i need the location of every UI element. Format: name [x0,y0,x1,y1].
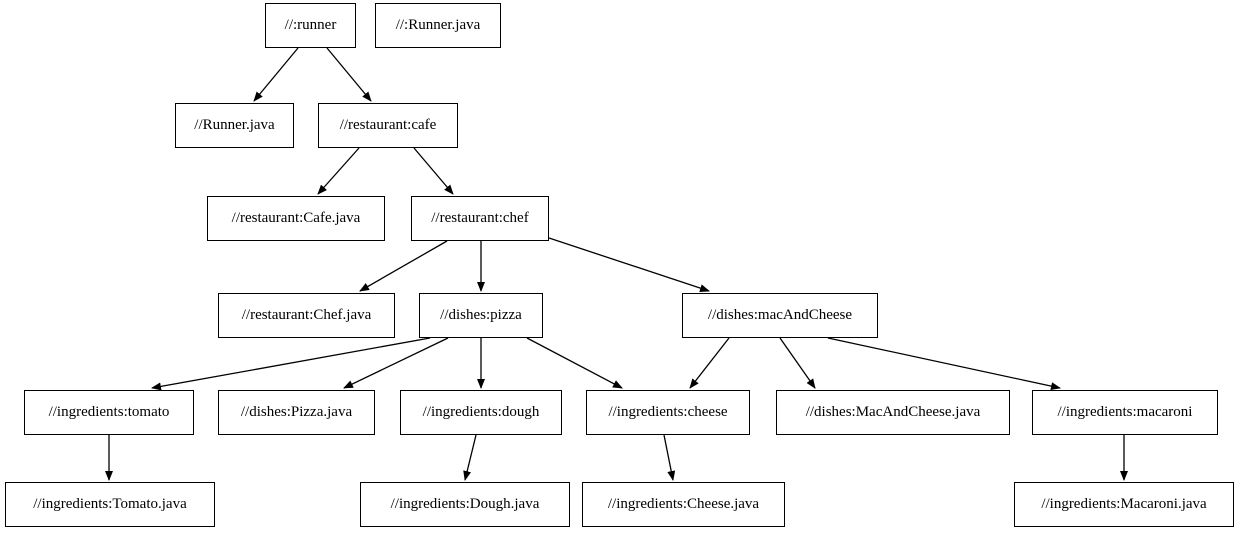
graph-node-label: //dishes:MacAndCheese.java [805,404,981,420]
graph-node-label: //restaurant:Chef.java [241,307,372,323]
graph-edge-restaurant_chef-to-chef_java [359,240,448,292]
graph-node-label: //ingredients:cheese [608,404,728,420]
graph-node-label: //dishes:Pizza.java [240,404,353,420]
graph-node-label: //ingredients:macaroni [1057,404,1193,420]
graph-edge-restaurant_cafe-to-cafe_java [317,147,360,195]
graph-node-label: //ingredients:dough [422,404,540,420]
graph-node-root_runner_java[interactable]: //:Runner.java [375,3,501,48]
graph-node-ing_cheese[interactable]: //ingredients:cheese [586,390,750,435]
graph-node-label: //dishes:macAndCheese [707,307,853,323]
graph-node-cafe_java[interactable]: //restaurant:Cafe.java [207,196,385,241]
graph-node-label: //restaurant:cafe [339,117,437,133]
graph-node-restaurant_chef[interactable]: //restaurant:chef [411,196,549,241]
graph-edge-restaurant_chef-to-dishes_mac [548,237,710,292]
graph-node-label: //Runner.java [194,117,275,133]
graph-edge-dishes_pizza-to-ing_cheese [526,337,623,389]
graph-edge-ing_cheese-to-cheese_java [663,434,676,481]
graph-node-label: //ingredients:tomato [48,404,170,420]
graph-node-cheese_java[interactable]: //ingredients:Cheese.java [582,482,785,527]
graph-node-ing_tomato[interactable]: //ingredients:tomato [24,390,194,435]
graph-node-tomato_java[interactable]: //ingredients:Tomato.java [5,482,215,527]
graph-node-label: //dishes:pizza [440,307,522,323]
graph-node-label: //:runner [284,17,337,33]
graph-node-macaroni_java[interactable]: //ingredients:Macaroni.java [1014,482,1234,527]
graph-node-dishes_pizza[interactable]: //dishes:pizza [419,293,543,338]
graph-node-label: //restaurant:Cafe.java [231,210,361,226]
graph-node-runner[interactable]: //:runner [265,3,356,48]
graph-node-label: //restaurant:chef [431,210,529,226]
graph-edge-restaurant_cafe-to-restaurant_chef [413,147,454,195]
graph-node-mac_java[interactable]: //dishes:MacAndCheese.java [776,390,1010,435]
graph-edge-ing_dough-to-dough_java [463,434,477,481]
graph-edge-runner-to-restaurant_cafe [326,47,372,102]
graph-node-dishes_mac[interactable]: //dishes:macAndCheese [682,293,878,338]
graph-node-dough_java[interactable]: //ingredients:Dough.java [360,482,570,527]
graph-edge-dishes_mac-to-ing_macaroni [827,337,1061,391]
graph-edge-dishes_pizza-to-ing_tomato [151,337,431,391]
graph-node-runner_java[interactable]: //Runner.java [175,103,294,148]
graph-edge-dishes_mac-to-ing_cheese [689,337,730,389]
graph-edge-runner-to-runner_java [253,47,299,102]
graph-node-label: //:Runner.java [395,17,481,33]
graph-node-label: //ingredients:Macaroni.java [1041,496,1207,512]
graph-node-ing_macaroni[interactable]: //ingredients:macaroni [1032,390,1218,435]
graph-edge-dishes_pizza-to-pizza_java [343,337,449,389]
graph-node-chef_java[interactable]: //restaurant:Chef.java [218,293,395,338]
graph-node-label: //ingredients:Dough.java [390,496,540,512]
graph-node-restaurant_cafe[interactable]: //restaurant:cafe [318,103,458,148]
graph-edge-dishes_mac-to-mac_java [779,337,816,389]
graph-node-pizza_java[interactable]: //dishes:Pizza.java [218,390,375,435]
graph-node-ing_dough[interactable]: //ingredients:dough [400,390,562,435]
graph-node-label: //ingredients:Tomato.java [33,496,187,512]
graph-node-label: //ingredients:Cheese.java [607,496,760,512]
